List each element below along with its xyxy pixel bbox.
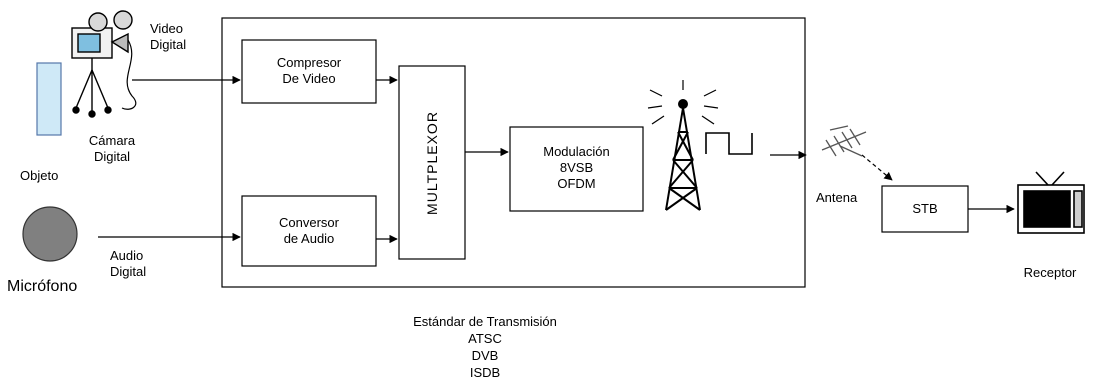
label-compresor: Compresor De Video: [276, 55, 342, 86]
video-camera-icon: [71, 10, 137, 118]
label-standard-isdb: ISDB: [469, 365, 501, 380]
square-wave-signal: [705, 132, 753, 155]
label-standard-dvb: DVB: [471, 348, 499, 363]
label-antena: Antena: [816, 190, 858, 205]
label-receptor: Receptor: [1023, 265, 1077, 280]
microphone-icon: [22, 206, 78, 262]
transmission-tower-icon: [647, 80, 719, 211]
receiving-antenna-icon: [821, 125, 867, 157]
object-shape: [36, 62, 62, 136]
multiplexor-box: [398, 65, 466, 260]
label-standard-atsc: ATSC: [468, 331, 502, 346]
label-stb: STB: [912, 201, 938, 216]
modulacion-box: [509, 126, 644, 212]
label-modulacion: Modulación 8VSB OFDM: [543, 144, 610, 191]
arrow-antenna-signal: [861, 154, 893, 181]
label-microfono: Micrófono: [7, 278, 78, 295]
label-estandar-title: Estándar de Transmisión: [413, 314, 557, 329]
label-conversor: Conversor de Audio: [279, 215, 339, 246]
conversor-box: [241, 195, 377, 267]
label-audio-digital: Audio Digital: [110, 248, 147, 279]
label-multiplexor: MULTPLEXOR: [424, 111, 440, 215]
stb-box: [881, 185, 969, 233]
television-icon: [1017, 171, 1085, 234]
standards-block: Estándar de Transmisión ATSC DVB ISDB: [360, 313, 610, 381]
label-video-digital: Video Digital: [150, 21, 187, 52]
label-objeto: Objeto: [20, 168, 59, 183]
compresor-box: [241, 39, 377, 104]
label-camara-digital: Cámara Digital: [88, 133, 136, 164]
